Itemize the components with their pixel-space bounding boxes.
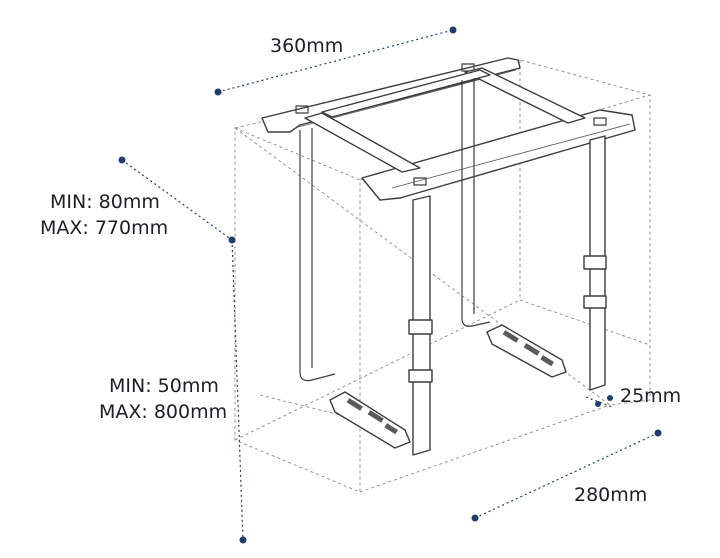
cross-bars <box>304 67 586 173</box>
label-height-min: MIN: 80mm <box>50 191 160 213</box>
label-depth-max: MAX: 800mm <box>99 401 227 423</box>
label-width: 360mm <box>270 35 343 57</box>
label-height-max: MAX: 770mm <box>40 217 168 239</box>
front-straps <box>408 135 607 456</box>
dimension-strap: 25mm <box>585 385 681 408</box>
label-depth-min: MIN: 50mm <box>109 375 219 397</box>
support-feet <box>329 324 567 449</box>
dimension-depth: MIN: 50mm MAX: 800mm <box>99 239 247 544</box>
label-length: 280mm <box>574 484 647 506</box>
rear-frame <box>299 78 491 382</box>
dimension-length: 280mm <box>471 429 662 522</box>
label-strap: 25mm <box>620 385 681 407</box>
dimension-height: MIN: 80mm MAX: 770mm <box>40 156 236 244</box>
dimension-width: 360mm <box>214 26 457 96</box>
